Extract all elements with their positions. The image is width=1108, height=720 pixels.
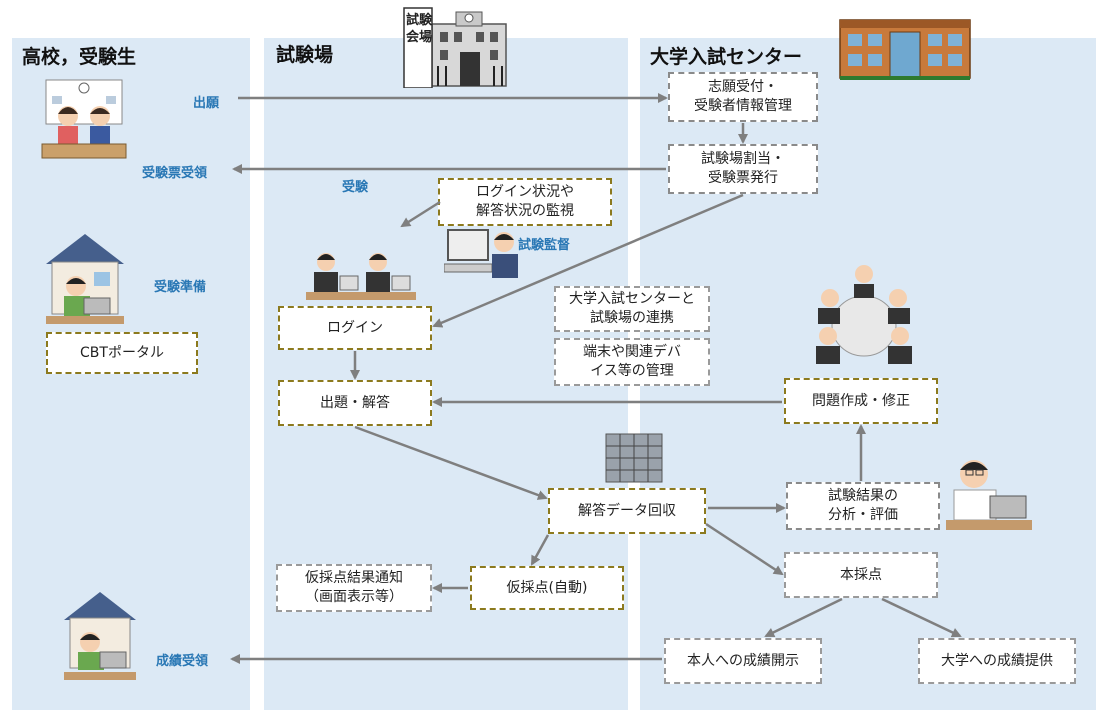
arrow-monitor (400, 200, 441, 228)
univ-provide-box: 大学への成績提供 (918, 638, 1076, 684)
cooperation-box: 大学入試センターと 試験場の連携 (554, 286, 710, 332)
meeting-illustration (816, 265, 912, 364)
final-score-box: 本採点 (784, 552, 938, 598)
problem-creation-box: 問題作成・修正 (784, 378, 938, 424)
exam-building-sign: 試験会場 (406, 13, 433, 45)
monitor-box: ログイン状況や 解答状況の監視 (438, 178, 612, 226)
arrow-assign-to-login (432, 193, 744, 328)
exam-label: 受験 (342, 180, 369, 195)
arrow-collect-to-final (705, 522, 784, 576)
analyst-illustration (946, 460, 1032, 530)
arrow-final-to-univ (881, 597, 962, 638)
answer-collect-box: 解答データ回収 (548, 488, 706, 534)
application-box: 志願受付・ 受験者情報管理 (668, 72, 818, 122)
center-building-illustration (839, 19, 971, 80)
arrow-collect-to-prov (530, 534, 550, 566)
lane-title-center: 大学入試センター (650, 46, 803, 68)
lane-title-school: 高校，受験生 (22, 46, 137, 68)
analysis-box: 試験結果の 分析・評価 (786, 482, 940, 530)
arrow-final-to-disclosure (764, 597, 843, 638)
home-result-illustration (64, 592, 136, 680)
exam-building-illustration (403, 7, 507, 88)
proctor-illustration (444, 229, 518, 278)
prepare-label: 受験準備 (154, 280, 207, 295)
arrow-question-to-collect (354, 425, 548, 500)
prov-score-box: 仮採点(自動) (470, 566, 624, 610)
device-mgmt-box: 端末や関連デバ イス等の管理 (554, 338, 710, 386)
assignment-box: 試験場割当・ 受験票発行 (668, 144, 818, 194)
cbt-portal-box: CBTポータル (46, 332, 198, 374)
proctor-label: 試験監督 (518, 238, 571, 253)
disclosure-box: 本人への成績開示 (664, 638, 822, 684)
students-exam-illustration (306, 253, 416, 300)
lane-title-site: 試験場 (276, 44, 334, 66)
receive-result-label: 成績受領 (156, 654, 209, 669)
question-box: 出題・解答 (278, 380, 432, 426)
students-school-illustration (41, 79, 127, 159)
receive-ticket-label: 受験票受領 (142, 166, 208, 181)
server-rack-icon (605, 433, 663, 483)
home-study-illustration (46, 234, 124, 324)
login-box: ログイン (278, 306, 432, 350)
prov-notice-box: 仮採点結果通知 （画面表示等） (276, 564, 432, 612)
apply-label: 出願 (193, 96, 220, 111)
